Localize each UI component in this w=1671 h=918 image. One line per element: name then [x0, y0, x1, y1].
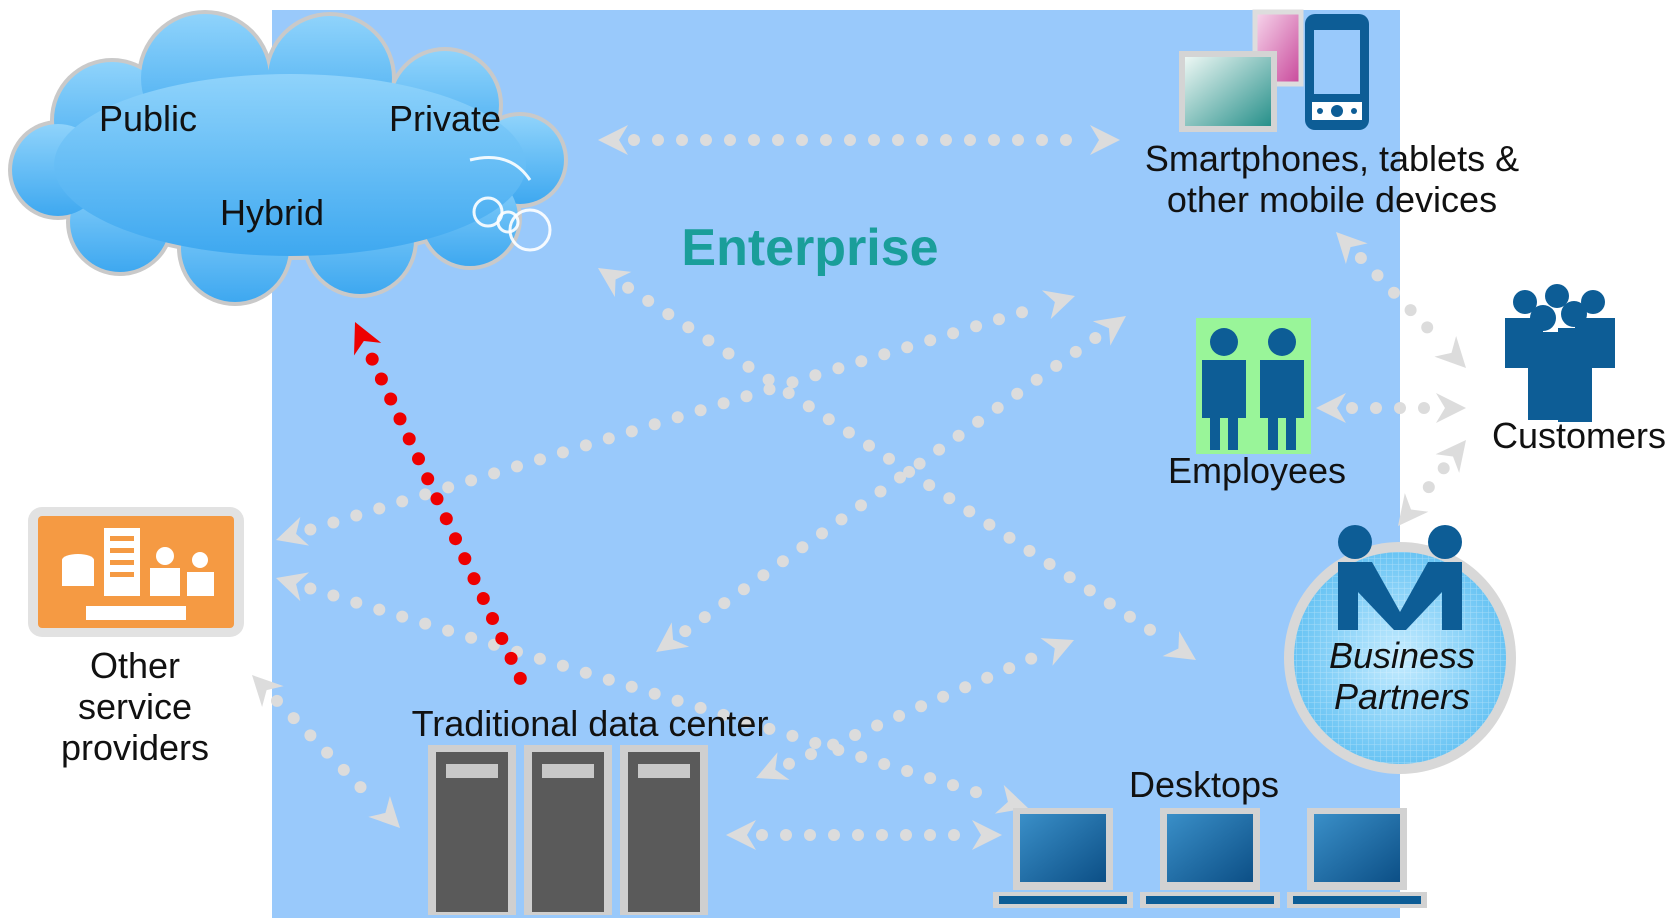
connector-datacenter-employees	[656, 316, 1126, 652]
employees-label: Employees	[1168, 450, 1346, 491]
desktops-label: Desktops	[1129, 764, 1279, 805]
connectors	[252, 125, 1466, 850]
migration-arrow	[354, 322, 527, 685]
connector-customers-employees	[1316, 393, 1466, 423]
customers-label: Customers	[1492, 415, 1666, 456]
migration-arrow-dots	[354, 322, 527, 685]
connector-providers-mobile	[276, 290, 1075, 546]
service-providers-label-line1: Other	[90, 645, 180, 686]
mobile-devices-label-line2: other mobile devices	[1167, 179, 1497, 220]
connector-servers-desktops	[726, 820, 1002, 850]
desktops-icon	[993, 808, 1427, 908]
data-center-label: Traditional data center	[412, 703, 769, 744]
cloud-private-label: Private	[389, 98, 501, 139]
connector-cloud-partners	[598, 268, 1196, 660]
cloud-public-label: Public	[99, 98, 197, 139]
business-partners-label-line2: Partners	[1334, 676, 1470, 717]
business-partners-label-line1: Business	[1329, 635, 1475, 676]
cloud-icon	[8, 10, 568, 306]
customers-icon	[1505, 284, 1615, 422]
service-providers-label-line2: service	[78, 686, 192, 727]
service-providers-label-line3: providers	[61, 727, 209, 768]
business-partners-icon	[1284, 525, 1516, 774]
connector-customers-partners	[1398, 440, 1466, 526]
data-center-servers-icon	[428, 745, 708, 915]
connector-providers-servers	[252, 675, 400, 828]
service-providers-icon	[28, 507, 244, 637]
connector-customers-mobile	[1336, 232, 1466, 368]
employees-icon	[1196, 318, 1311, 454]
cloud-hybrid-label: Hybrid	[220, 192, 324, 233]
mobile-devices-icon	[1179, 9, 1369, 132]
enterprise-title: Enterprise	[681, 219, 938, 277]
mobile-devices-label-line1: Smartphones, tablets &	[1145, 138, 1519, 179]
connector-cloud-mobile	[598, 125, 1120, 155]
connector-datacenter-partners	[756, 638, 1074, 780]
